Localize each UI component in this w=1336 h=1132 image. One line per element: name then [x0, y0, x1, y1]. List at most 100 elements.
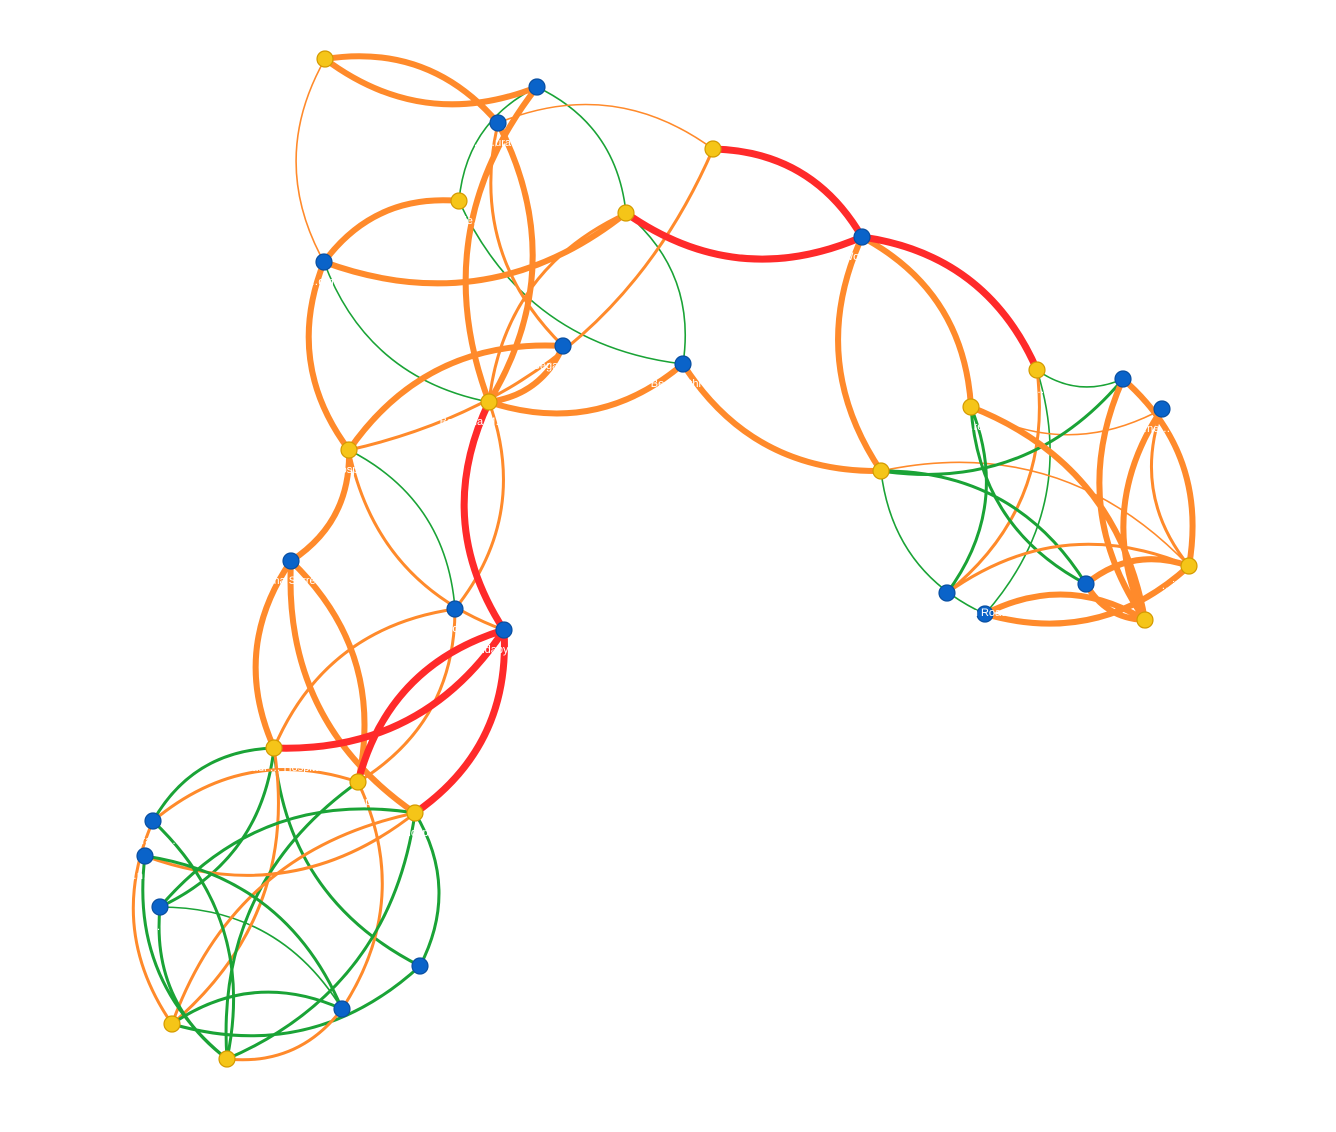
edge-n28-n36 — [224, 780, 360, 1061]
edge-n17-n25 — [880, 470, 986, 615]
node-label-n31: … — [157, 921, 168, 933]
edge-n25-n23 — [982, 563, 1192, 627]
edge-n34-n31 — [158, 807, 417, 909]
node-n24[interactable] — [1136, 611, 1154, 629]
node-n20[interactable] — [495, 621, 513, 639]
node-n8[interactable] — [853, 228, 871, 246]
node-n23[interactable] — [1180, 557, 1198, 575]
edge-n13-n25 — [984, 369, 1051, 615]
edge-n32-n35 — [170, 964, 422, 1038]
node-n34[interactable] — [406, 804, 424, 822]
edge-n1-n7 — [295, 58, 326, 263]
node-label-n24: …lladulla Endoscopy — [1096, 634, 1199, 646]
edge-n34-n35 — [170, 811, 417, 1026]
edge-n10-n17 — [680, 361, 884, 475]
node-n19[interactable] — [446, 600, 464, 618]
node-n25[interactable] — [976, 605, 994, 623]
node-n36[interactable] — [218, 1050, 236, 1068]
node-label-n7: …om… — [307, 276, 344, 288]
node-label-n35: … — [169, 1038, 180, 1050]
edge-n1-n2 — [322, 56, 540, 108]
edge-n28-n29 — [151, 768, 360, 823]
edge-n2-n6 — [536, 86, 627, 214]
edge-n5-n10 — [458, 200, 684, 365]
node-label-n16: …ne… S… — [1136, 423, 1192, 435]
node-label-n33: … — [339, 1023, 350, 1035]
node-n9[interactable] — [554, 337, 572, 355]
node-label-n36: … — [224, 1073, 235, 1085]
node-n14[interactable] — [1114, 370, 1132, 388]
edge-n21-n23 — [1083, 556, 1192, 587]
labels-layer: …Me… …ura Beach……Ingle………om…Wolbu…Bega …… — [126, 73, 1221, 1085]
nodes-layer — [136, 50, 1198, 1068]
node-n21[interactable] — [1077, 575, 1095, 593]
node-n11[interactable] — [480, 393, 498, 411]
edge-n17-n14 — [879, 377, 1125, 476]
edge-n6-n7 — [321, 210, 629, 287]
node-label-n20: Jindabyne - … — [471, 644, 542, 656]
node-label-n29: …ra … … — [131, 835, 180, 847]
node-label-n32: …eam… — [400, 980, 443, 992]
edge-n13-n14 — [1036, 369, 1124, 388]
edge-n33-n35 — [170, 990, 344, 1026]
node-n29[interactable] — [144, 812, 162, 830]
edge-n14-n23 — [1120, 376, 1196, 569]
node-label-n9: Bega …nic… — [533, 360, 598, 372]
node-n7[interactable] — [315, 253, 333, 271]
edge-n34-n36 — [225, 811, 417, 1061]
edge-n17-n21 — [879, 469, 1088, 586]
node-n2[interactable] — [528, 78, 546, 96]
node-n35[interactable] — [163, 1015, 181, 1033]
node-label-n15: … …re … — [949, 421, 998, 433]
node-n3[interactable] — [489, 114, 507, 132]
node-n5[interactable] — [450, 192, 468, 210]
node-n30[interactable] — [136, 847, 154, 865]
edge-n34-n32 — [413, 811, 441, 968]
node-n16[interactable] — [1153, 400, 1171, 418]
node-label-n19: …oom… — [435, 623, 478, 635]
edge-n30-n33 — [143, 854, 344, 1011]
edge-n17-n23 — [880, 461, 1190, 567]
edge-n8-n15 — [859, 234, 974, 410]
edge-n16-n24 — [1120, 406, 1165, 623]
edge-n7-n12 — [305, 259, 352, 453]
edge-n10-n11 — [486, 361, 686, 417]
node-n28[interactable] — [349, 773, 367, 791]
node-n18[interactable] — [282, 552, 300, 570]
node-label-n23: …ilton Un… — [1161, 580, 1220, 592]
node-n6[interactable] — [617, 204, 635, 222]
edge-n19-n27 — [272, 607, 457, 750]
edge-n11-n19 — [453, 400, 505, 611]
node-n31[interactable] — [151, 898, 169, 916]
edge-n15-n24 — [968, 404, 1148, 623]
node-n17[interactable] — [872, 462, 890, 480]
node-label-n34: …Hospi… — [392, 827, 442, 839]
edge-n8-n17 — [835, 234, 884, 474]
node-n10[interactable] — [674, 355, 692, 373]
node-n33[interactable] — [333, 1000, 351, 1018]
node-n13[interactable] — [1028, 361, 1046, 379]
node-n27[interactable] — [265, 739, 283, 757]
edge-n3-n4 — [497, 103, 714, 150]
node-label-n18: …ma Surre… — [259, 575, 326, 587]
node-label-n27: …anadi … Hospital — [229, 762, 324, 774]
edge-n12-n18 — [288, 447, 353, 564]
edge-n16-n23 — [1149, 407, 1191, 568]
edge-n6-n8 — [622, 209, 866, 263]
edge-n28-n33 — [340, 780, 384, 1011]
node-n32[interactable] — [411, 957, 429, 975]
node-n1[interactable] — [316, 50, 334, 68]
node-label-n28: …Hospital — [335, 796, 386, 808]
edge-n20-n27 — [270, 626, 508, 752]
node-n15[interactable] — [962, 398, 980, 416]
node-n22[interactable] — [938, 584, 956, 602]
edge-n18-n28 — [288, 558, 368, 785]
node-label-n6: … — [623, 227, 634, 239]
node-n4[interactable] — [704, 140, 722, 158]
edge-n27-n29 — [151, 746, 276, 823]
node-label-n10: Be… …thro… — [651, 378, 719, 390]
node-n12[interactable] — [340, 441, 358, 459]
edge-n12-n20 — [347, 448, 506, 632]
node-label-n13: … — [1034, 384, 1045, 396]
